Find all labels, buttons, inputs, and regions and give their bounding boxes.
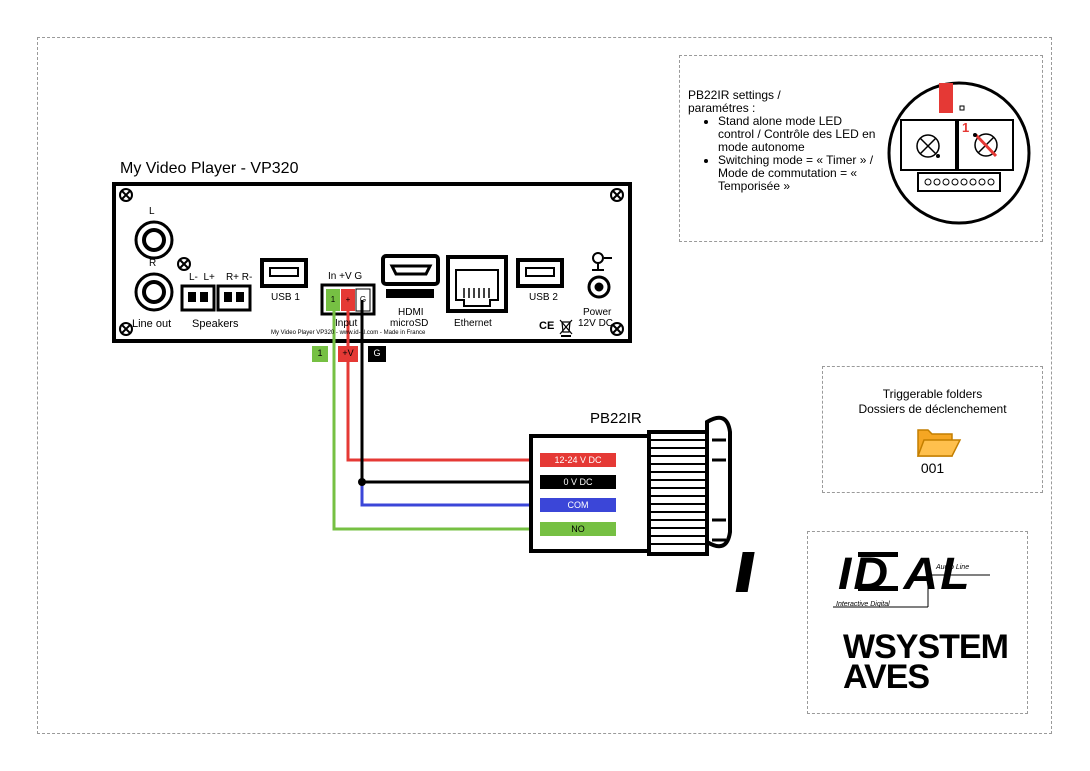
settings-panel: PB22IR settings / paramétres : Stand alo… <box>679 55 1043 242</box>
wire-label-no: NO <box>540 522 616 536</box>
left-channel-label: L <box>149 206 155 217</box>
microsd-label: microSD <box>390 318 429 329</box>
idal-tagline: Interactive Digital <box>836 601 890 608</box>
wire-label-ground: 0 V DC <box>540 475 616 489</box>
hdmi-label: HDMI <box>398 307 424 318</box>
speakers-label: Speakers <box>192 318 239 330</box>
dip-switch-number: 1 <box>962 120 970 135</box>
dip-switch-illustration <box>887 81 1031 225</box>
wire-green <box>332 300 535 531</box>
settings-list: Stand alone mode LED control / Contrôle … <box>688 115 878 193</box>
line-out-label: Line out <box>132 318 172 330</box>
folders-title-fr: Dossiers de déclenchement <box>858 402 1007 416</box>
idal-logo <box>735 552 990 608</box>
power-label: Power <box>583 307 612 318</box>
terminal-in-label: 1 <box>330 295 336 304</box>
power-jack-icon <box>587 252 612 299</box>
button-thread <box>647 430 709 556</box>
folder-name[interactable]: 001 <box>920 460 945 476</box>
settings-item: Switching mode = « Timer » / Mode de com… <box>718 154 878 193</box>
settings-text: PB22IR settings / paramétres : Stand alo… <box>688 89 878 193</box>
speaker-connector-icon <box>180 284 252 312</box>
settings-item: Stand alone mode LED control / Contrôle … <box>718 115 878 154</box>
idal-audio-line: Audio Line <box>936 564 970 571</box>
folders-title-en: Triggerable folders <box>882 387 983 401</box>
usb1-label: USB 1 <box>271 292 300 303</box>
hdmi-port-icon <box>381 254 440 286</box>
usb-port-icon <box>516 258 564 288</box>
settings-title: PB22IR settings / paramétres : <box>688 88 781 115</box>
usb2-label: USB 2 <box>529 292 558 303</box>
wire-tag-in: 1 <box>312 346 328 362</box>
folder-icon <box>916 429 962 457</box>
diagram-frame <box>37 37 1052 734</box>
wire-tag-ground: G <box>368 346 386 362</box>
screw-icon <box>119 188 624 336</box>
terminal-ground-label: G <box>359 295 367 304</box>
rca-jack-icon <box>134 220 174 312</box>
weee-icon <box>559 319 573 337</box>
wire-label-com: COM <box>540 498 616 512</box>
wire-blue <box>360 482 535 507</box>
speaker-pins-label: L- L+ R+ R- <box>189 272 253 283</box>
microsd-slot <box>386 289 434 298</box>
terminal-plus-label: + <box>345 295 351 304</box>
ethernet-port-icon <box>446 255 508 313</box>
device-title: My Video Player - VP320 <box>120 160 299 177</box>
ce-mark: CE <box>539 320 555 332</box>
button-title: PB22IR <box>590 410 642 427</box>
folders-panel: Triggerable folders Dossiers de déclench… <box>822 366 1043 493</box>
wire-tag-plus: +V <box>338 346 358 362</box>
logos-panel: ID AL Audio Line Interactive Digital WSY… <box>807 531 1028 714</box>
ethernet-label: Ethernet <box>454 318 492 329</box>
right-channel-label: R <box>149 258 157 269</box>
device-footer: My Video Player VP320 - www.id-al.com - … <box>271 330 426 336</box>
wire-label-power: 12-24 V DC <box>540 453 616 467</box>
wavesystem-logo-text: WSYSTEM AVES <box>843 628 1009 696</box>
input-label: Input <box>335 318 358 329</box>
idal-logo-text: ID AL <box>838 549 972 600</box>
usb-port-icon <box>260 258 308 288</box>
power-spec-label: 12V DC <box>578 318 614 329</box>
button-nut <box>705 415 732 549</box>
wire-junction <box>358 478 366 486</box>
input-pins-label: In +V G <box>328 271 363 282</box>
